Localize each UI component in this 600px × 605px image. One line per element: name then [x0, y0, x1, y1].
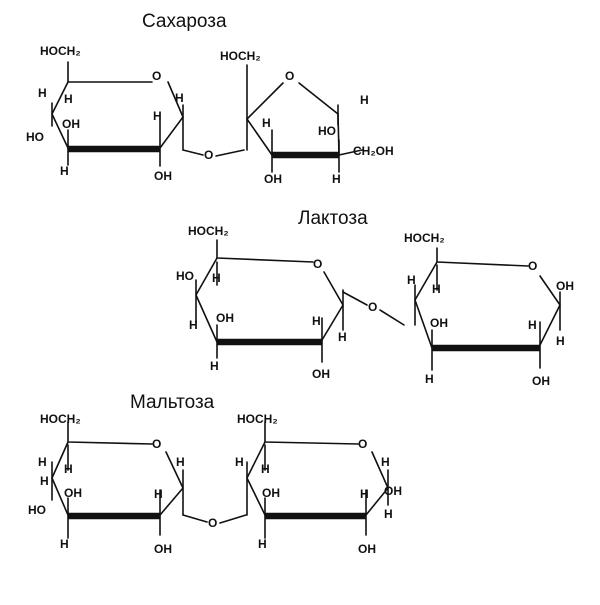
- label-h: H: [64, 462, 73, 476]
- label-h: H: [153, 109, 162, 123]
- label-h: H: [384, 507, 393, 521]
- label-oh: OH: [358, 542, 376, 556]
- bond: [246, 82, 284, 120]
- label-hoch2: HOCH₂: [188, 224, 229, 238]
- bond: [182, 149, 204, 156]
- label-hoch2: HOCH₂: [40, 412, 81, 426]
- label-oh: OH: [532, 374, 550, 388]
- lactose-galactose-ring: [195, 239, 368, 363]
- label-h: H: [338, 330, 347, 344]
- label-ho: HO: [26, 130, 44, 144]
- label-h: H: [258, 537, 267, 551]
- label-h: H: [38, 455, 47, 469]
- label-h: H: [407, 273, 416, 287]
- bond: [51, 441, 69, 516]
- lactose-title: Лактоза: [298, 208, 368, 229]
- label-h: H: [40, 474, 49, 488]
- label-h: H: [360, 487, 369, 501]
- maltose-title: Мальтоза: [130, 392, 215, 413]
- label-oh: OH: [64, 486, 82, 500]
- label-h: H: [425, 372, 434, 386]
- label-h: H: [212, 271, 221, 285]
- label-h: H: [262, 116, 271, 130]
- bond: [219, 514, 247, 524]
- label-h: H: [360, 93, 369, 107]
- bond: [182, 514, 208, 523]
- label-oh: OH: [264, 172, 282, 186]
- label-h: H: [381, 455, 390, 469]
- label-h: H: [154, 487, 163, 501]
- label-oh: OH: [62, 117, 80, 131]
- label-hoch2: HOCH₂: [404, 231, 445, 245]
- label-oh: OH: [556, 279, 574, 293]
- label-h: H: [176, 455, 185, 469]
- bond: [216, 239, 314, 263]
- label-h: H: [189, 318, 198, 332]
- label-h: H: [175, 91, 184, 105]
- label-ch2oh: CH₂OH: [353, 144, 394, 158]
- label-hoch2: HOCH₂: [220, 49, 261, 63]
- label-o: O: [358, 437, 367, 451]
- bond: [338, 149, 363, 156]
- bond: [298, 82, 339, 115]
- label-h: H: [432, 282, 441, 296]
- lactose-structure: Лактоза HOCH₂ O HO H H OH H H H OH O: [176, 208, 574, 388]
- label-oh: OH: [216, 311, 234, 325]
- label-h: H: [556, 334, 565, 348]
- maltose-glucose-ring-2: [246, 421, 389, 539]
- bond: [215, 149, 245, 157]
- label-h: H: [235, 455, 244, 469]
- label-hoch2: HOCH₂: [237, 412, 278, 426]
- label-h: H: [332, 172, 341, 186]
- label-oh: OH: [430, 316, 448, 330]
- label-ho: HO: [28, 503, 46, 517]
- label-h: H: [60, 537, 69, 551]
- bond: [342, 291, 368, 306]
- label-oh: OH: [384, 484, 402, 498]
- label-o: O: [204, 148, 213, 162]
- label-h: H: [38, 86, 47, 100]
- label-h: H: [60, 164, 69, 178]
- bond: [264, 421, 359, 445]
- label-o: O: [152, 69, 161, 83]
- label-oh: OH: [154, 542, 172, 556]
- bond: [246, 441, 266, 516]
- bond: [67, 61, 153, 83]
- bond: [436, 247, 529, 267]
- label-oh: OH: [312, 367, 330, 381]
- label-o: O: [528, 259, 537, 273]
- label-o: O: [152, 437, 161, 451]
- label-h: H: [210, 359, 219, 373]
- lactose-glucose-ring: [414, 247, 561, 371]
- sucrose-fructose-ring: [246, 64, 363, 173]
- label-oh: OH: [154, 169, 172, 183]
- sucrose-glucose-ring: [51, 61, 204, 167]
- label-h: H: [64, 92, 73, 106]
- label-ho: HO: [176, 269, 194, 283]
- label-o: O: [208, 516, 217, 530]
- bond: [246, 118, 273, 156]
- label-ho: HO: [318, 124, 336, 138]
- label-o: O: [285, 69, 294, 83]
- label-oh: OH: [262, 486, 280, 500]
- label-o: O: [313, 257, 322, 271]
- sucrose-structure: Сахароза HOCH₂ O H H OH HO H H H OH O: [26, 11, 394, 186]
- maltose-glucose-ring-1: [51, 421, 208, 539]
- label-h: H: [528, 318, 537, 332]
- label-hoch2: HOCH₂: [40, 44, 81, 58]
- label-o: O: [368, 300, 377, 314]
- sucrose-title: Сахароза: [142, 11, 227, 32]
- maltose-structure: Мальтоза HOCH₂ O H H H H OH H HO H OH O: [28, 392, 402, 556]
- label-h: H: [261, 462, 270, 476]
- bond: [379, 309, 405, 326]
- label-h: H: [312, 314, 321, 328]
- bond: [414, 261, 438, 349]
